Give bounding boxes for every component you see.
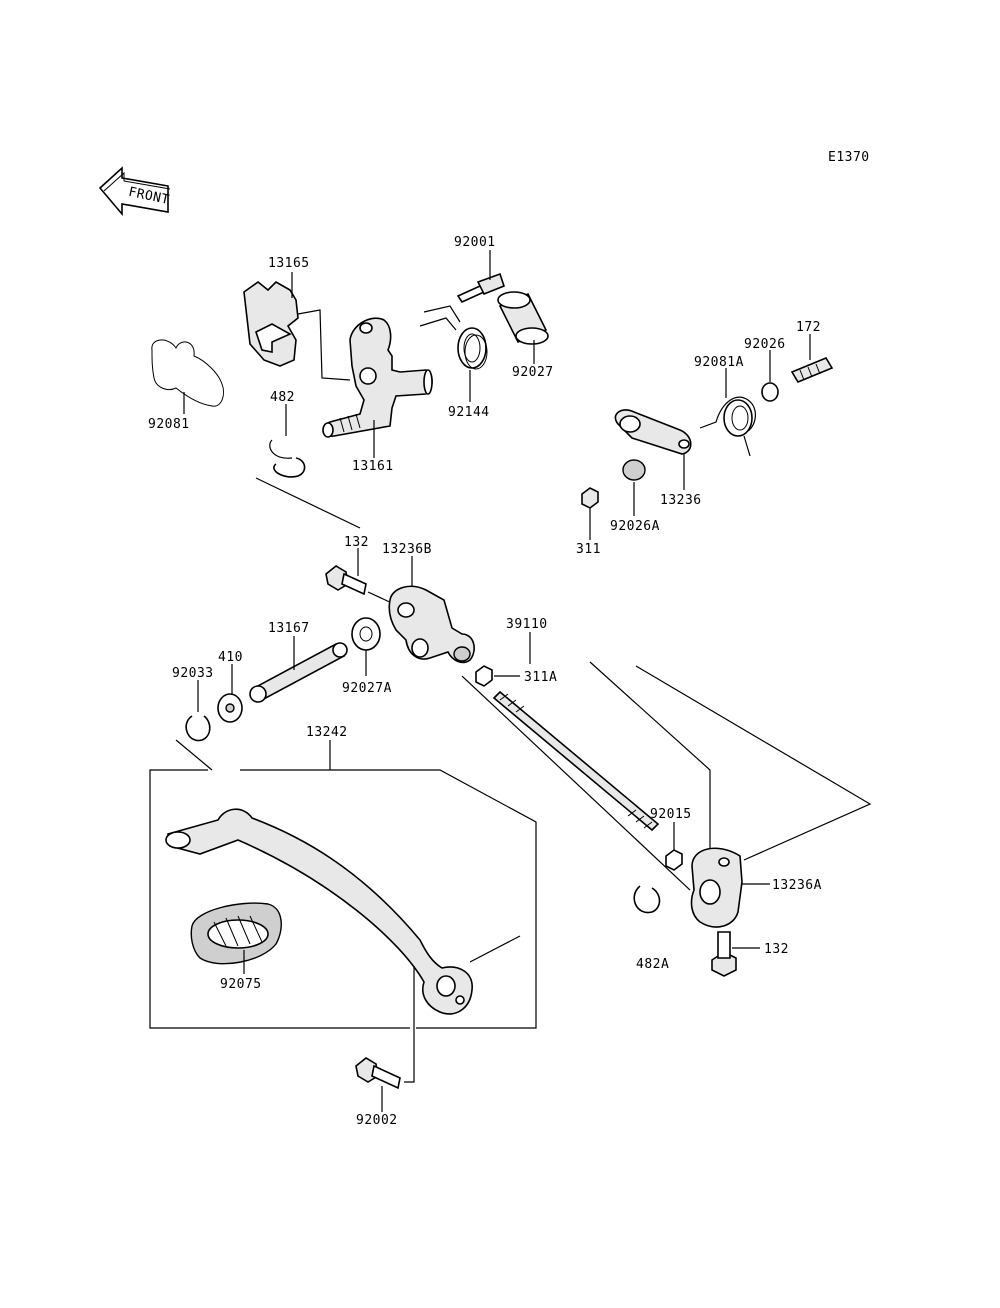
label-92015: 92015 xyxy=(650,807,692,822)
leader-pedal-tip xyxy=(469,935,521,963)
nut-311 xyxy=(581,487,599,509)
label-13242: 13242 xyxy=(306,725,348,740)
label-482: 482 xyxy=(270,390,295,405)
leader-482b xyxy=(255,477,361,529)
pin-92001 xyxy=(456,272,505,304)
diagram-code: E1370 xyxy=(828,150,870,165)
label-13236: 13236 xyxy=(660,493,702,508)
circlip-482A xyxy=(633,885,661,914)
stud-172 xyxy=(790,356,834,384)
nut-311A xyxy=(475,665,493,687)
shift-shaft-13161 xyxy=(322,317,433,438)
label-13236B: 13236B xyxy=(382,542,432,557)
collar-92027 xyxy=(497,291,549,345)
leader-rod-lower xyxy=(461,675,691,891)
washer-92026A xyxy=(622,459,646,481)
label-311A: 311A xyxy=(524,670,557,685)
shaft-13167 xyxy=(249,642,348,703)
washer-410 xyxy=(217,693,243,723)
pedal-box-right xyxy=(240,769,537,1029)
circlip-482 xyxy=(269,439,306,478)
label-39110: 39110 xyxy=(506,617,548,632)
bolt-92002 xyxy=(355,1057,401,1090)
label-92033: 92033 xyxy=(172,666,214,681)
label-13236A: 13236A xyxy=(772,878,822,893)
pedal-rubber-92075 xyxy=(190,902,282,965)
label-13165: 13165 xyxy=(268,256,310,271)
plate-13165 xyxy=(243,280,299,367)
label-92002: 92002 xyxy=(356,1113,398,1128)
bolt-132-right xyxy=(711,931,737,977)
nut-92015 xyxy=(665,849,683,871)
leader-92033b xyxy=(175,739,213,771)
label-92144: 92144 xyxy=(448,405,490,420)
front-arrow-icon: FRONT xyxy=(98,166,171,217)
shift-pedal-13242 xyxy=(165,808,473,1015)
clamp-lever-13236B xyxy=(388,585,475,664)
pedal-box-left xyxy=(149,769,410,1029)
leader-rod-right xyxy=(589,661,711,872)
washer-92026 xyxy=(761,382,779,402)
label-311: 311 xyxy=(576,542,601,557)
arm-13236 xyxy=(614,409,692,455)
label-92026: 92026 xyxy=(744,337,786,352)
label-92026A: 92026A xyxy=(610,519,660,534)
label-13167: 13167 xyxy=(268,621,310,636)
leader-13236A-top xyxy=(635,665,872,861)
label-132-top: 132 xyxy=(344,535,369,550)
rod-39110 xyxy=(492,690,660,832)
label-13161: 13161 xyxy=(352,459,394,474)
label-92027A: 92027A xyxy=(342,681,392,696)
label-92027: 92027 xyxy=(512,365,554,380)
label-482A: 482A xyxy=(636,957,669,972)
leader-13165b xyxy=(297,309,351,381)
spring-92144 xyxy=(419,305,488,370)
clamp-13236A xyxy=(690,847,743,928)
label-172: 172 xyxy=(796,320,821,335)
washer-92027A xyxy=(351,617,381,651)
bolt-132-top xyxy=(325,565,367,596)
label-410: 410 xyxy=(218,650,243,665)
label-92001: 92001 xyxy=(454,235,496,250)
label-132-right: 132 xyxy=(764,942,789,957)
gasket-92081 xyxy=(151,339,225,407)
label-92081A: 92081A xyxy=(694,355,744,370)
circlip-92033 xyxy=(185,715,211,742)
label-92081: 92081 xyxy=(148,417,190,432)
label-92075: 92075 xyxy=(220,977,262,992)
spring-92081A xyxy=(699,396,756,457)
leader-92002-up xyxy=(404,966,415,1083)
